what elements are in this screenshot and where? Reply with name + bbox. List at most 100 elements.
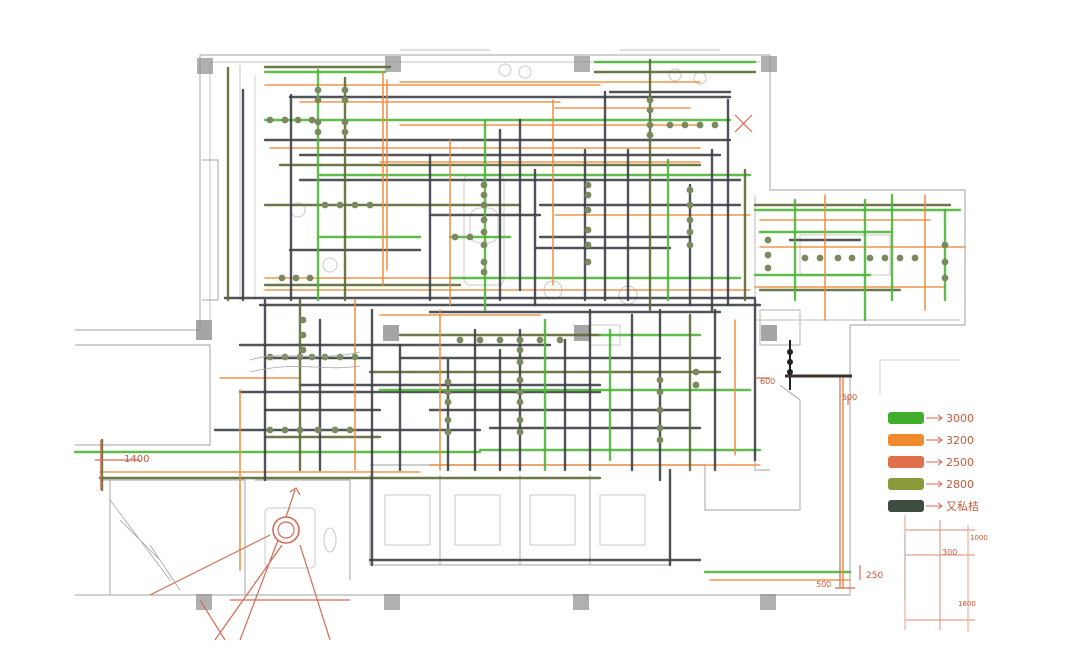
hanger-dot bbox=[686, 241, 694, 249]
dim-label-d: 500 bbox=[816, 580, 831, 589]
column bbox=[761, 325, 777, 341]
hanger-dot bbox=[686, 216, 694, 224]
hanger-dot bbox=[336, 201, 344, 209]
hanger-dot bbox=[444, 378, 452, 386]
hanger-dot bbox=[941, 241, 949, 249]
legend-arrow bbox=[926, 436, 943, 444]
hanger-points bbox=[266, 86, 949, 444]
hanger-dot bbox=[480, 228, 488, 236]
hanger-dot bbox=[294, 116, 302, 124]
hanger-dot bbox=[681, 121, 689, 129]
hanger-dot bbox=[314, 86, 322, 94]
hanger-dot bbox=[764, 264, 772, 272]
legend-label: 2800 bbox=[946, 478, 974, 491]
hanger-dot bbox=[306, 274, 314, 282]
hanger-dot bbox=[696, 121, 704, 129]
hanger-dot bbox=[480, 241, 488, 249]
hanger-dot bbox=[346, 426, 354, 434]
hanger-dot bbox=[816, 254, 824, 262]
hanger-dot bbox=[456, 336, 464, 344]
hanger-dot bbox=[711, 121, 719, 129]
pencil-sketch bbox=[109, 351, 906, 600]
dim-label-e: 300 bbox=[942, 548, 957, 557]
column bbox=[197, 58, 213, 74]
hanger-dot bbox=[656, 376, 664, 384]
hanger-dot bbox=[516, 346, 524, 354]
hanger-dot bbox=[911, 254, 919, 262]
column bbox=[385, 56, 401, 72]
hanger-dot bbox=[686, 201, 694, 209]
dim-label-a: 600 bbox=[760, 377, 775, 386]
legend-arrow bbox=[926, 480, 943, 488]
hanger-dot bbox=[476, 336, 484, 344]
column bbox=[196, 320, 212, 340]
hanger-dot bbox=[834, 254, 842, 262]
hanger-dot bbox=[336, 353, 344, 361]
hanger-dot bbox=[848, 254, 856, 262]
dim-label-g: 1600 bbox=[958, 600, 976, 608]
hanger-dot bbox=[516, 388, 524, 396]
hanger-dot bbox=[516, 376, 524, 384]
legend-label: 3000 bbox=[946, 412, 974, 425]
hanger-dot bbox=[266, 116, 274, 124]
column bbox=[573, 594, 589, 610]
hanger-dot bbox=[646, 121, 654, 129]
hanger-dot bbox=[296, 353, 304, 361]
legend-swatch bbox=[888, 434, 924, 446]
structural-columns bbox=[196, 56, 777, 610]
hanger-dot bbox=[292, 274, 300, 282]
hanger-dot bbox=[686, 228, 694, 236]
hanger-dot bbox=[266, 353, 274, 361]
span-label: 1400 bbox=[124, 454, 149, 465]
hanger-dot bbox=[941, 258, 949, 266]
hanger-dot bbox=[480, 258, 488, 266]
hanger-dot bbox=[451, 233, 459, 241]
hanger-dot bbox=[516, 398, 524, 406]
hanger-dot bbox=[366, 201, 374, 209]
hanger-dot bbox=[516, 358, 524, 366]
column bbox=[383, 325, 399, 341]
dim-label-c: 250 bbox=[866, 571, 883, 581]
hanger-dot bbox=[764, 251, 772, 259]
legend-label: 3200 bbox=[946, 434, 974, 447]
legend-arrow bbox=[926, 414, 943, 422]
hanger-dot bbox=[480, 191, 488, 199]
hanger-dot bbox=[351, 353, 359, 361]
hanger-dot bbox=[266, 426, 274, 434]
service-riser bbox=[785, 340, 852, 390]
hanger-dot bbox=[480, 201, 488, 209]
column bbox=[196, 594, 212, 610]
column bbox=[384, 594, 400, 610]
hanger-dot bbox=[656, 406, 664, 414]
hanger-dot bbox=[314, 118, 322, 126]
red-pen-markings bbox=[95, 114, 975, 641]
hanger-dot bbox=[666, 121, 674, 129]
hanger-dot bbox=[516, 336, 524, 344]
hanger-dot bbox=[299, 331, 307, 339]
hanger-dot bbox=[314, 426, 322, 434]
hanger-dot bbox=[444, 398, 452, 406]
dim-label-f: 1000 bbox=[970, 534, 988, 542]
hanger-dot bbox=[444, 416, 452, 424]
hanger-dot bbox=[764, 236, 772, 244]
ceiling-runs bbox=[73, 58, 966, 589]
column bbox=[761, 56, 777, 72]
hanger-dot bbox=[692, 381, 700, 389]
hanger-dot bbox=[314, 128, 322, 136]
hanger-dot bbox=[331, 426, 339, 434]
legend-arrow bbox=[926, 458, 943, 466]
legend-swatch bbox=[888, 500, 924, 512]
hanger-dot bbox=[656, 388, 664, 396]
hanger-dot bbox=[308, 116, 316, 124]
hanger-dot bbox=[314, 96, 322, 104]
hanger-dot bbox=[281, 116, 289, 124]
hanger-dot bbox=[341, 128, 349, 136]
hanger-dot bbox=[881, 254, 889, 262]
legend-label: 又私桔 bbox=[946, 499, 979, 513]
hanger-dot bbox=[496, 336, 504, 344]
hanger-dot bbox=[536, 336, 544, 344]
legend-swatch bbox=[888, 478, 924, 490]
hanger-dot bbox=[516, 428, 524, 436]
hanger-dot bbox=[584, 191, 592, 199]
hanger-dot bbox=[686, 186, 694, 194]
